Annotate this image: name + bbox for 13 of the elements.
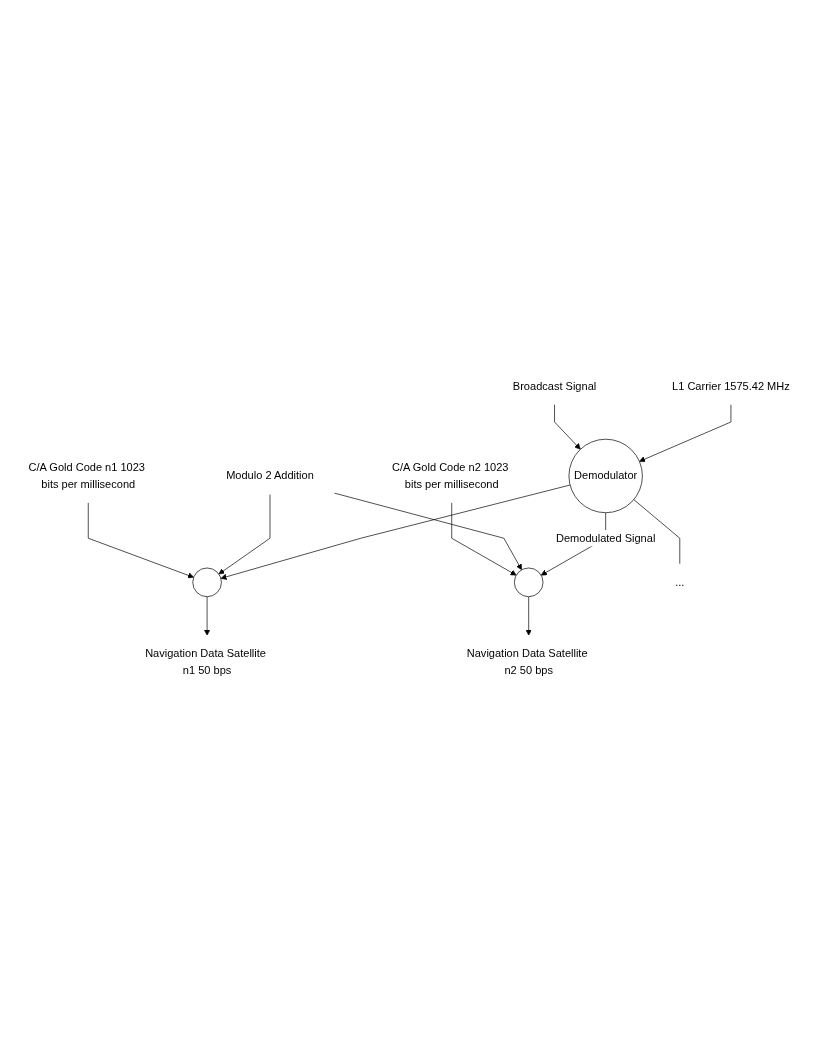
node-text: Navigation Data Satellite n2 50 bps — [466, 647, 588, 676]
node-circle — [514, 567, 544, 597]
node-circle — [192, 567, 222, 597]
node-text: ... — [675, 575, 685, 588]
node-text: L1 Carrier 1575.42 MHz — [672, 379, 790, 392]
node-text: C/A Gold Code n1 1023 bits per millisecond — [28, 461, 145, 490]
node-text: Navigation Data Satellite n1 50 bps — [145, 647, 266, 676]
node-text: Broadcast Signal — [512, 379, 597, 392]
connector — [633, 498, 681, 564]
node-text: Modulo 2 Addition — [226, 469, 314, 482]
node-circle: Demodulator — [568, 438, 643, 513]
node-text: C/A Gold Code n2 1023 bits per millisecond — [391, 461, 509, 490]
edge-label: Demodulated Signal — [556, 531, 656, 544]
